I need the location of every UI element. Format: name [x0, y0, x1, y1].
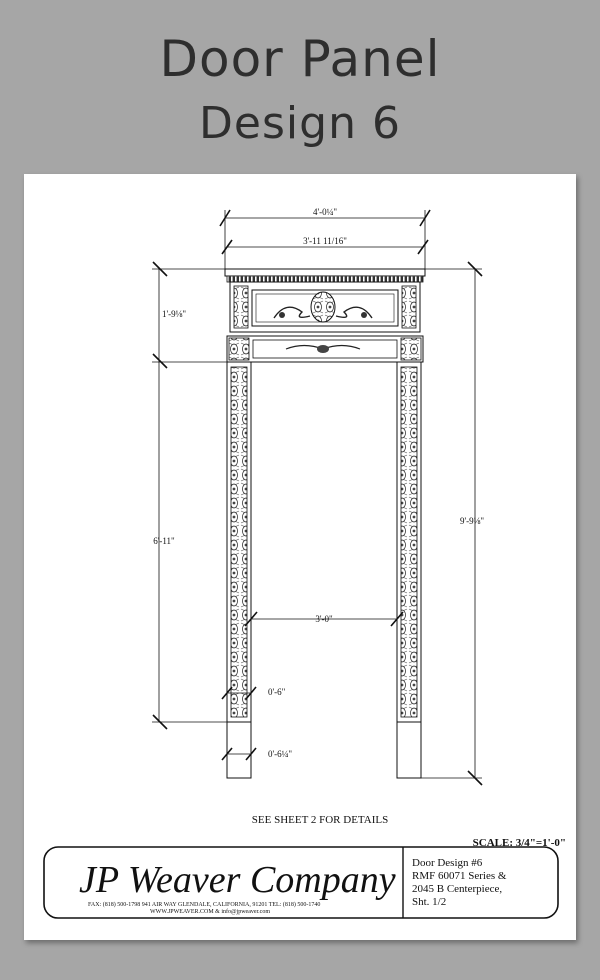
frieze-band: [226, 335, 424, 363]
page-subtitle: Design 6: [199, 98, 401, 149]
company-logo: JP Weaver Company: [79, 859, 396, 901]
door-elevation-drawing: 4'-0¼" 3'-11 11/16" 1'-9⅛" 6'-11" 9'-9⅛"…: [43, 207, 566, 919]
drawing-info-line: Sht. 1/2: [412, 896, 446, 908]
details-note: SEE SHEET 2 FOR DETAILS: [252, 814, 388, 826]
title-block: JP Weaver Company FAX: (818) 500-1798 94…: [43, 846, 559, 919]
dim-opening-width: 3'-0": [315, 614, 333, 624]
drawing-info-line: 2045 B Centerpiece,: [412, 883, 502, 895]
left-pilaster: [226, 361, 252, 779]
company-address: FAX: (818) 500-1798 941 AIR WAY GLENDALE…: [88, 901, 320, 908]
dim-base-width: 0'-6¼": [268, 749, 292, 759]
dim-side-height: 6'-11": [153, 536, 175, 546]
company-web: WWW.JPWEAVER.COM & info@jpweaver.com: [150, 908, 270, 915]
dim-pilaster-width: 0'-6": [268, 687, 286, 697]
cornice: [224, 268, 426, 333]
drawing-sheet: 4'-0¼" 3'-11 11/16" 1'-9⅛" 6'-11" 9'-9⅛"…: [24, 174, 576, 940]
drawing-info-line: RMF 60071 Series &: [412, 870, 507, 882]
dim-total-height: 9'-9⅛": [460, 516, 484, 526]
dim-top-height: 1'-9⅛": [162, 309, 186, 319]
dimension-lines: [152, 209, 483, 786]
scale-note: SCALE: 3/4"=1'-0": [473, 837, 566, 849]
page-title: Door Panel: [159, 30, 441, 88]
right-pilaster: [396, 361, 422, 779]
dim-inner-width: 3'-11 11/16": [303, 236, 347, 246]
drawing-info-line: Door Design #6: [412, 857, 483, 869]
dim-overall-width: 4'-0¼": [313, 207, 337, 217]
